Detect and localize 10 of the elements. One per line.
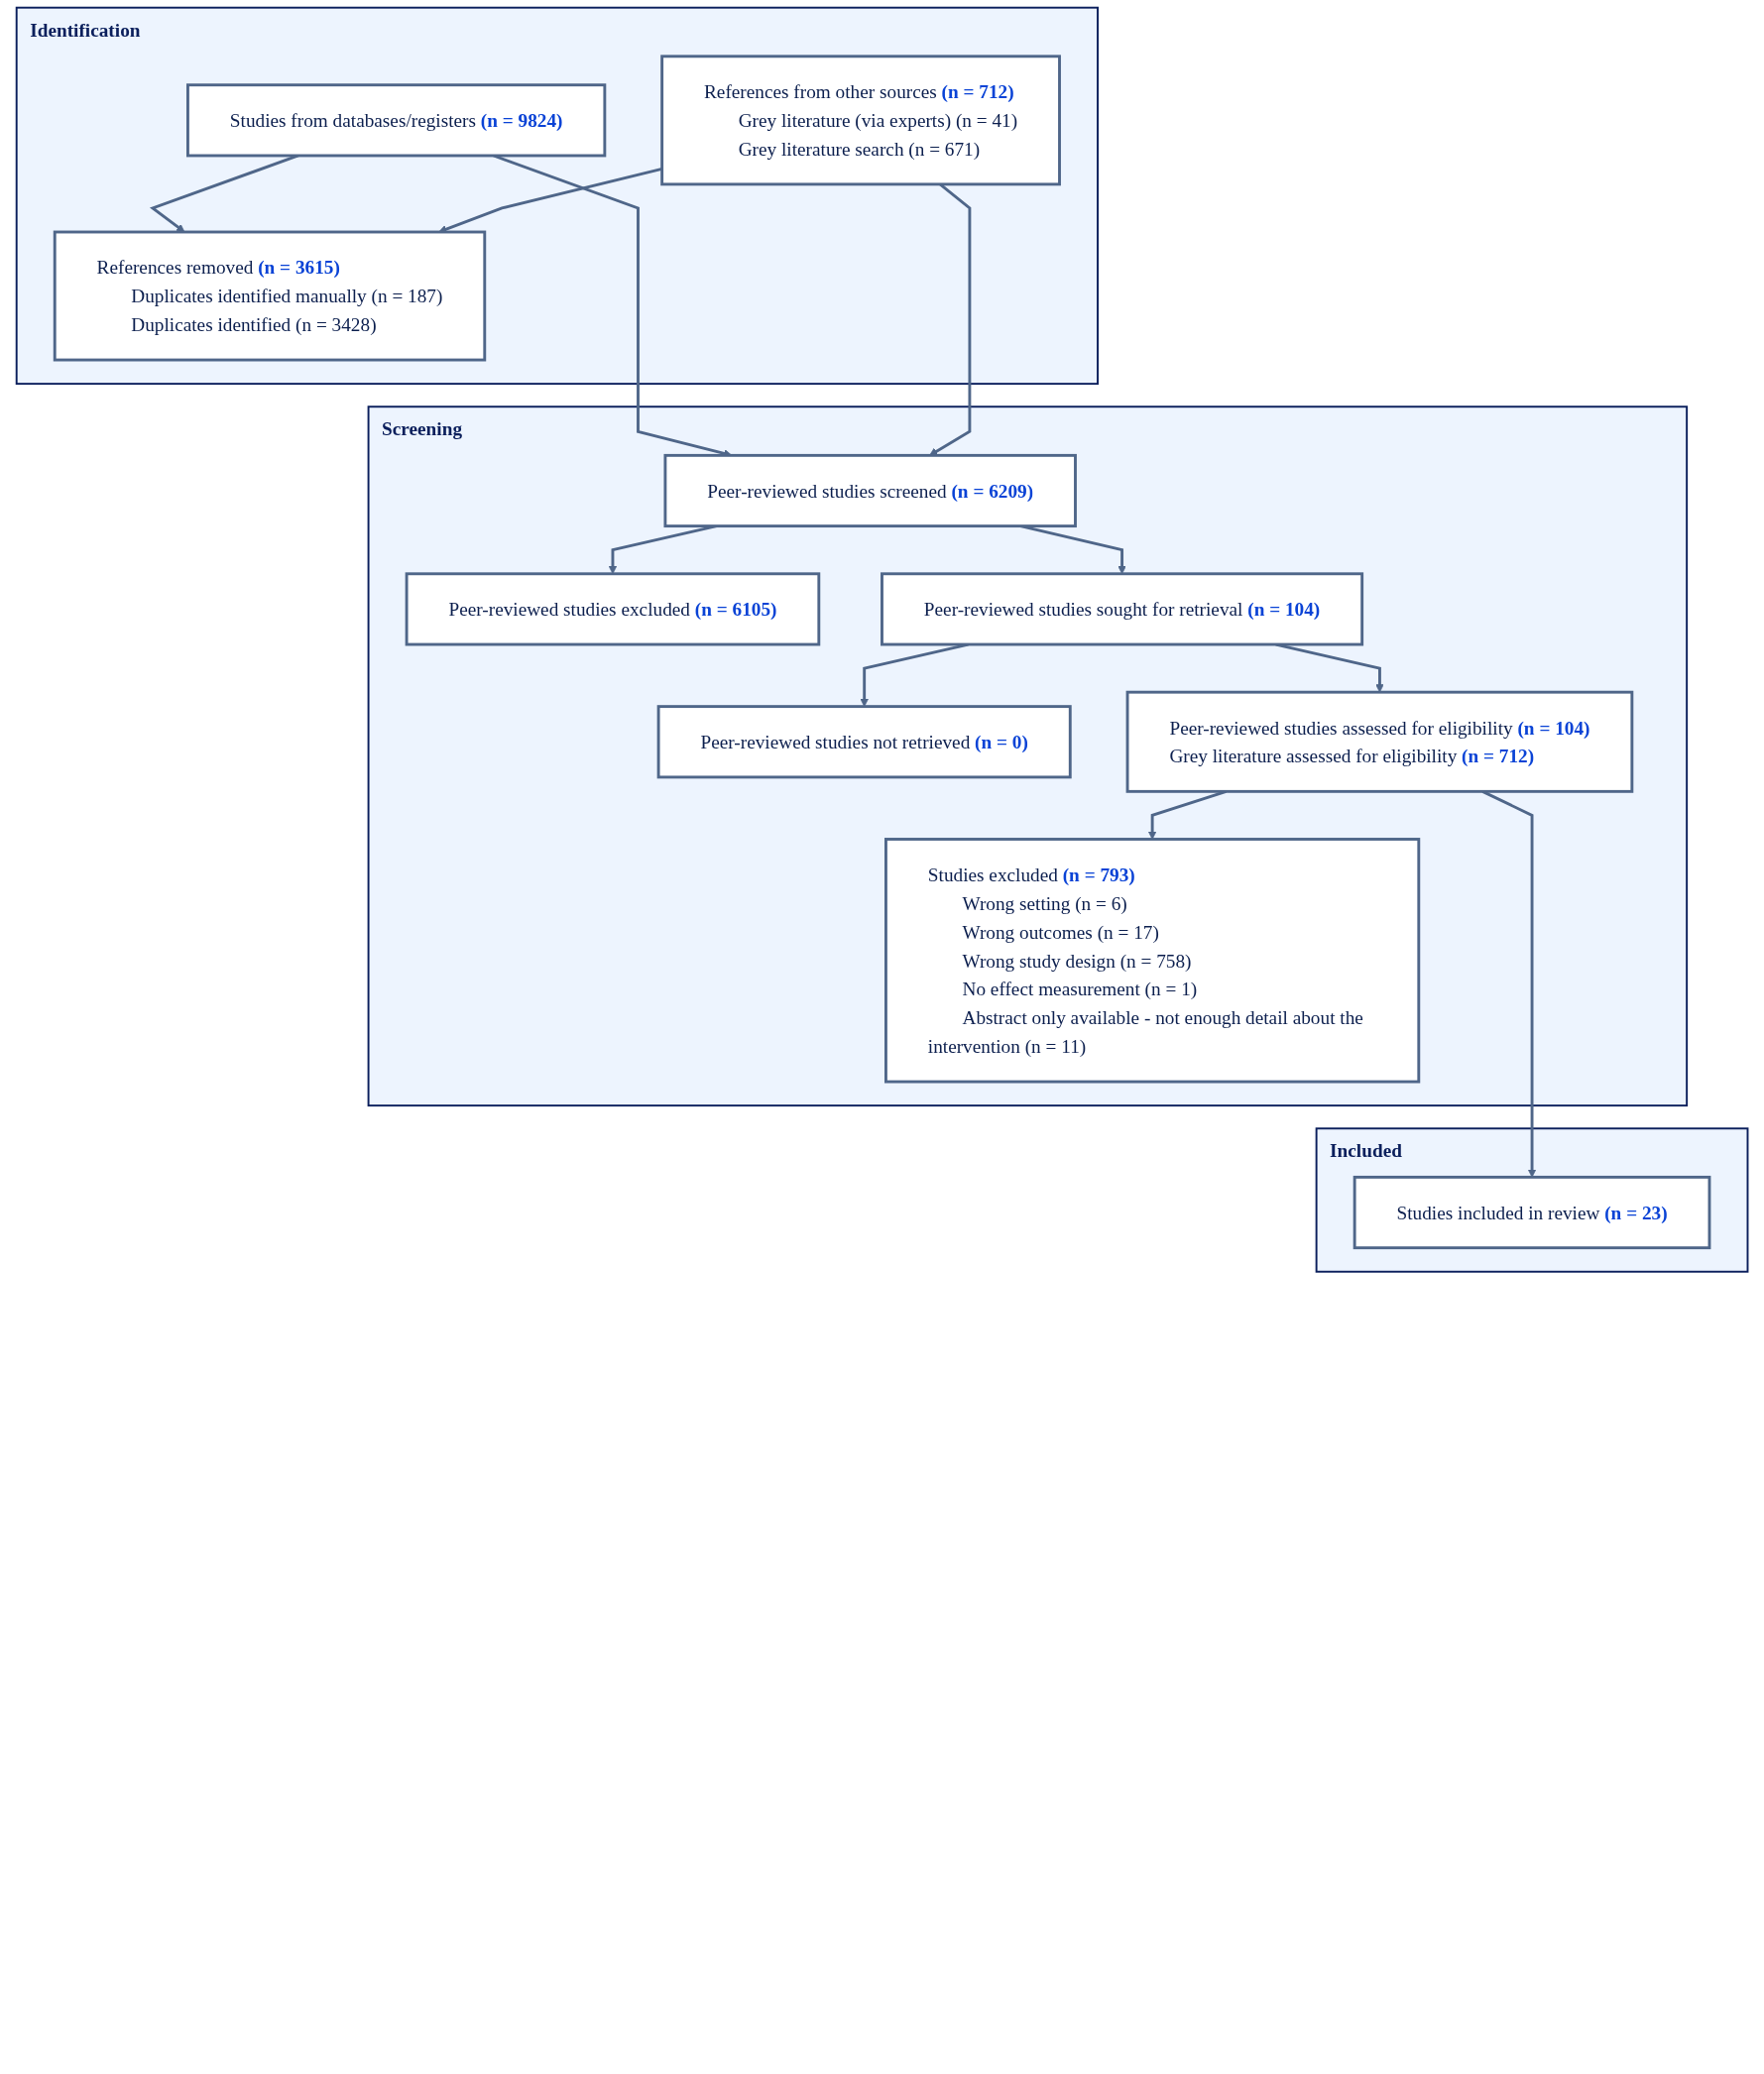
node-box: Studies included in review (n = 23) <box>1352 1175 1711 1250</box>
node-box: References removed (n = 3615) Duplicates identified manually (n = 187) Duplicates identified (n = 3428) <box>53 230 487 362</box>
node-box: Studies from databases/registers (n = 9824) <box>185 83 607 158</box>
node-box: Peer-reviewed studies excluded (n = 6105) <box>405 572 821 646</box>
node-box: Studies excluded (n = 793) Wrong setting (n = 6) Wrong outcomes (n = 17) Wrong study design (n = 758) No effect measurement (n = 1) Abstract only available - not enough detail about the intervention (n = 11) <box>883 838 1421 1084</box>
node-box: Peer-reviewed studies screened (n = 6209) <box>663 453 1077 528</box>
node-box: Peer-reviewed studies sought for retrieval (n = 104) <box>880 572 1363 646</box>
node-box: References from other sources (n = 712) Grey literature (via experts) (n = 41) Grey literature search (n = 671) <box>660 55 1061 186</box>
node-box: Peer-reviewed studies not retrieved (n = 0) <box>656 705 1072 779</box>
node-box: Peer-reviewed studies assessed for eligibility (n = 104) Grey literature assessed for eligibility (n = 712) <box>1125 690 1634 793</box>
